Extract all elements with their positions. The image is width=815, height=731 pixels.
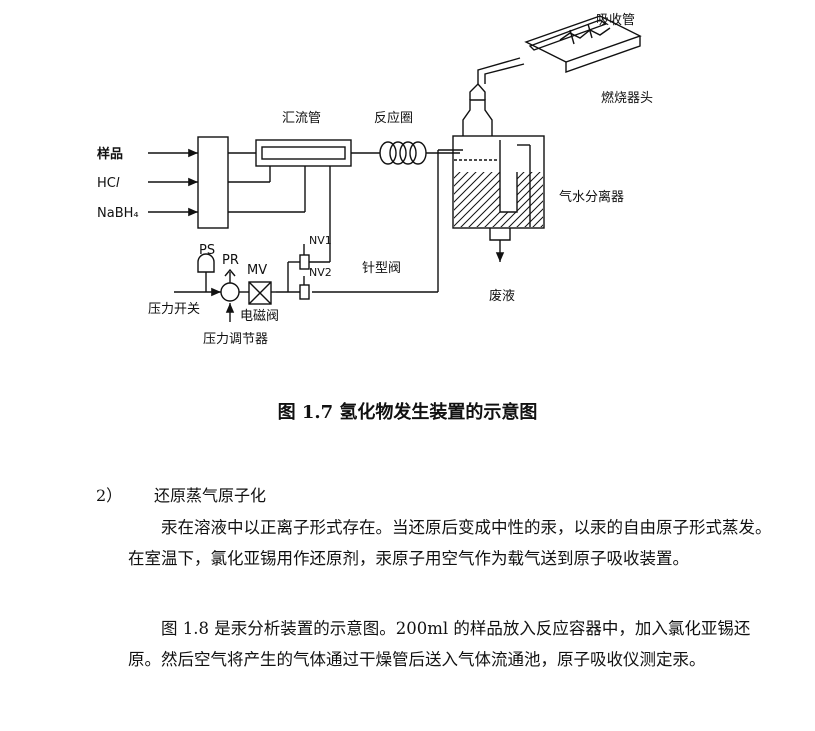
- section-number: 2）: [96, 486, 123, 505]
- hydride-generator-diagram: 吸收管 燃烧器头 汇流管 反应圈 气水分离器 样品 HCl NaBH₄ PS P…: [97, 13, 653, 347]
- label-sample: 样品: [97, 146, 123, 162]
- label-separator: 气水分离器: [559, 189, 624, 205]
- paragraph: 汞在溶液中以正离子形式存在。当还原后变成中性的汞，以汞的自由原子形式蒸发。在室温…: [128, 518, 772, 568]
- label-reaction-coil: 反应圈: [374, 110, 413, 126]
- gas-liquid-separator: [452, 135, 545, 229]
- label-nabh4: NaBH₄: [97, 206, 139, 221]
- pressure-regulator-pr: [220, 282, 240, 302]
- label-mv: MV: [247, 263, 267, 278]
- section-title: 还原蒸气原子化: [154, 486, 267, 505]
- paragraph: 图 1.8 是汞分析装置的示意图。200ml 的样品放入反应容器中，加入氯化亚锡…: [128, 619, 751, 669]
- label-manifold: 汇流管: [282, 111, 321, 126]
- label-pressure-switch: 压力开关: [148, 302, 200, 317]
- reaction-coil: [379, 141, 427, 165]
- label-pressure-regulator: 压力调节器: [203, 332, 268, 347]
- label-ps: PS: [199, 243, 215, 258]
- needle-valve-nv1: [299, 244, 310, 270]
- label-waste: 废液: [489, 288, 515, 304]
- figure-caption: 图 1.7 氢化物发生装置的示意图: [277, 402, 538, 423]
- label-nv1: NV1: [309, 234, 332, 247]
- section-heading: 2） 还原蒸气原子化: [96, 482, 266, 506]
- manifold-tube: [255, 139, 352, 167]
- needle-valve-nv2: [299, 276, 310, 300]
- label-absorption-tube: 吸收管: [596, 13, 635, 28]
- pressure-switch-ps: [197, 253, 215, 273]
- pump-block: [197, 136, 229, 229]
- label-needle-valve: 针型阀: [362, 261, 401, 276]
- label-solenoid-valve: 电磁阀: [240, 309, 279, 324]
- label-hcl: HCl: [97, 176, 120, 191]
- label-burner-head: 燃烧器头: [601, 90, 653, 106]
- label-pr: PR: [222, 253, 239, 268]
- absorption-tube: [524, 15, 642, 73]
- label-nv2: NV2: [309, 266, 332, 279]
